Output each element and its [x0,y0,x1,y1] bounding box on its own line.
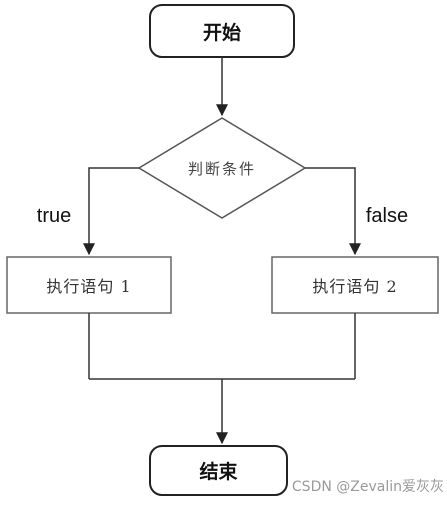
false-branch-line [305,167,361,256]
statement1-node-shape [6,256,172,314]
statement2-node-label: 执行语句 2 [312,277,398,296]
end-node-shape [149,445,288,496]
false-branch-label: false [365,204,409,227]
condition-node-label: 判断条件 [187,159,256,178]
start-node-label: 开始 [202,21,241,44]
condition-node-shape [137,117,307,219]
watermark: CSDN @Zevalin爱灰灰 [291,479,444,495]
statement2-node-shape [271,256,439,314]
statement1-node-label: 执行语句 1 [46,277,132,296]
end-node-label: 结束 [199,461,238,483]
true-branch-label: true [36,204,72,227]
true-branch-line [83,167,139,256]
